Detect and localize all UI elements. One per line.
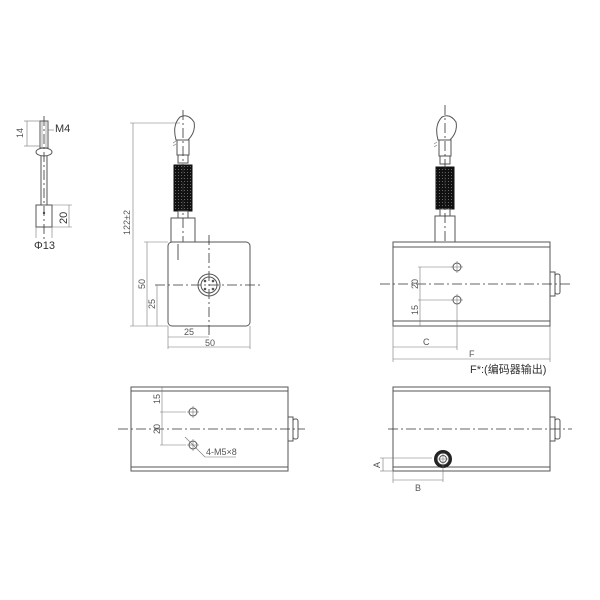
dim-c-label: C bbox=[423, 337, 430, 347]
diameter-label: Φ13 bbox=[34, 240, 55, 252]
connector-height-label: 25 bbox=[147, 299, 157, 309]
body-width-label: 50 bbox=[205, 338, 215, 348]
connector-offset-label: 25 bbox=[184, 327, 194, 337]
dim-f-label: F bbox=[469, 349, 475, 359]
thread-label: M4 bbox=[55, 123, 70, 135]
hole-spacing-label: 20 bbox=[410, 279, 420, 289]
body-height-label: 50 bbox=[137, 279, 147, 289]
thread-length-label: 14 bbox=[15, 128, 25, 138]
bottom-hole-spacing-label: 20 bbox=[152, 424, 162, 434]
clip-height-label: 20 bbox=[58, 212, 70, 224]
dim-a-label: A bbox=[372, 462, 382, 468]
back-view: A B bbox=[372, 386, 572, 493]
hole-offset-label: 15 bbox=[410, 305, 420, 315]
side-view: 20 15 C F F*:(编码器输出) bbox=[380, 105, 572, 376]
encoder-note: F*:(编码器输出) bbox=[470, 362, 546, 376]
total-height-label: 122±2 bbox=[122, 210, 132, 235]
bottom-view: 15 20 4-M5×8 bbox=[118, 386, 305, 472]
front-view: 122±2 50 25 25 50 bbox=[122, 110, 262, 349]
dim-b-label: B bbox=[415, 483, 421, 493]
cable-end-view: 14 M4 20 Φ13 bbox=[15, 116, 72, 252]
bottom-hole-offset-label: 15 bbox=[152, 394, 162, 404]
thread-callout: 4-M5×8 bbox=[206, 447, 237, 457]
